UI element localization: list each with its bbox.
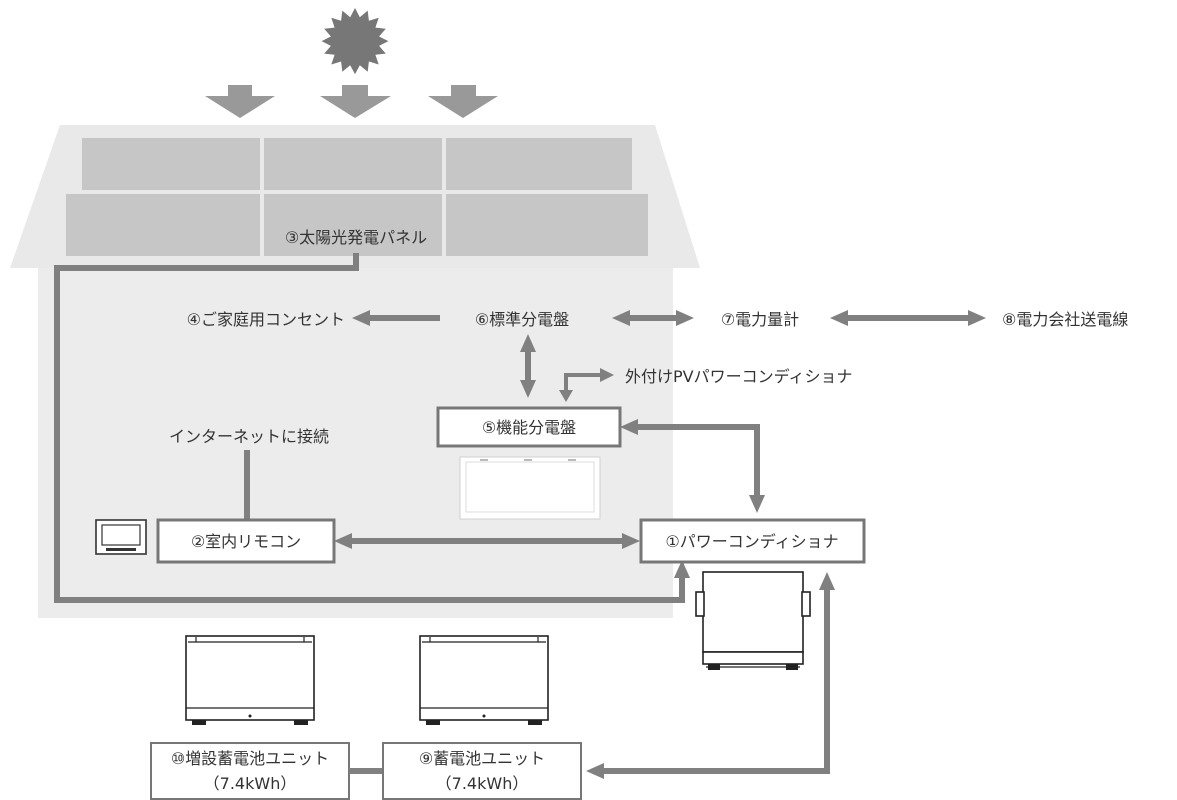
arrow-head [622,533,640,549]
distribution-board-icon [459,456,601,520]
utility-line-label: ⑧電力会社送電線 [1002,310,1128,329]
arrow-head [334,533,352,549]
arrow-head [520,334,536,352]
indoor-remote-label: ②室内リモコン [191,532,301,551]
functional-conditioner-arrow [638,424,760,495]
arrow-head [676,310,694,326]
sun-icon [321,8,389,75]
battery-unit-icon [419,635,549,725]
functional-panel-box [436,406,622,448]
extra-battery-unit-box [150,742,350,800]
arrow-head [674,560,690,578]
internet-connection-label: インターネットに接続 [169,427,329,446]
arrow-head [819,572,835,590]
power-conditioner-box [639,518,866,564]
extra-battery-unit-label: ⑩増設蓄電池ユニット [171,749,329,768]
arrow-head [830,310,848,326]
arrow-head [620,419,638,435]
functional-panel-label: ⑤機能分電盤 [482,418,576,437]
down-arrow-icon [320,85,391,118]
standard-panel-label: ⑥標準分電盤 [475,310,569,329]
solar-panel-label: ③太陽光発電パネル [285,228,427,247]
power-meter-label: ⑦電力量計 [721,310,799,329]
arrow-head [352,310,370,326]
arrow-head [520,380,536,398]
remote-controller-icon [95,519,147,555]
battery-unit-label: ⑨蓄電池ユニット [419,749,545,768]
solar-panel-array [66,138,648,256]
battery-unit-box [382,742,582,800]
functional-to-external-pv-arrow [564,373,600,390]
extra-battery-unit-capacity: （7.4kWh） [204,774,297,793]
battery-unit-icon [185,635,315,725]
arrow-head [586,763,604,779]
panel-to-conditioner-wire [54,253,685,603]
arrow-head [600,368,614,382]
arrow-head [559,390,573,402]
down-arrow-icon [205,85,275,118]
external-pv-conditioner-label: 外付けPVパワーコンディショナ [625,367,852,386]
power-conditioner-label: ①パワーコンディショナ [665,532,838,551]
arrow-head [612,310,630,326]
home-outlet-label: ④ご家庭用コンセント [187,310,345,329]
down-arrow-icon [428,85,498,118]
battery-conditioner-arrow [604,590,830,774]
battery-unit-capacity: （7.4kWh） [436,774,529,793]
arrow-head [968,310,986,326]
arrow-head [749,495,765,513]
power-conditioner-icon [695,571,811,670]
